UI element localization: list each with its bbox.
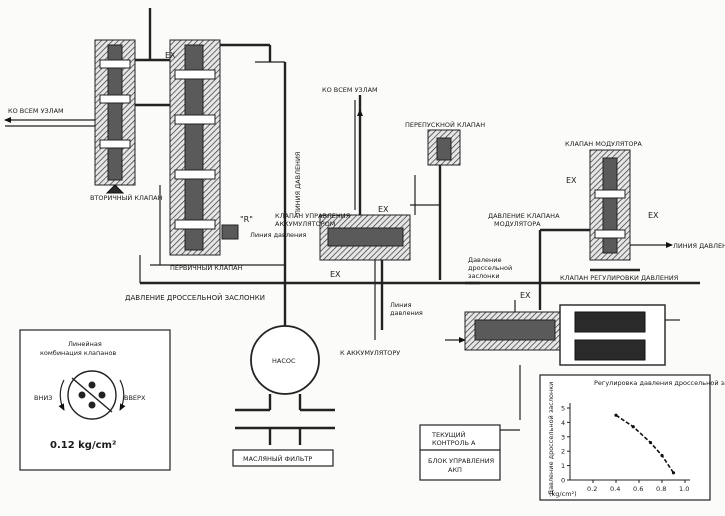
inset-down-label: ВНИЗ	[34, 394, 52, 402]
label-current-control-1: ТЕКУЩИЙ	[431, 430, 466, 439]
pump	[250, 325, 320, 395]
label-oil-filter: МАСЛЯНЫЙ ФИЛЬТР	[243, 454, 312, 463]
label-ex-accumulator-bottom: EX	[330, 270, 341, 279]
inset-title-1: Линейная	[68, 340, 102, 348]
chart-marks	[614, 413, 676, 475]
label-modulator-pressure-2: МОДУЛЯТОРА	[494, 220, 541, 228]
bypass-valve	[410, 129, 461, 280]
label-pump: НАСОС	[272, 357, 296, 365]
tcu-box	[419, 424, 501, 481]
chart-y-tick-label: 4	[561, 419, 565, 427]
chart-x-tick-label: 1.0	[679, 485, 689, 493]
chart-frame	[539, 374, 711, 501]
label-secondary-valve: ВТОРИЧНЫЙ КЛАПАН	[90, 193, 163, 202]
label-ex-modulator-right: EX	[648, 211, 659, 220]
label-pressure-regulator-valve: КЛАПАН РЕГУЛИРОВКИ ДАВЛЕНИЯ	[560, 274, 678, 282]
label-throttle-pressure-vert-2: дроссельной	[468, 264, 512, 272]
label-modulator-pressure-1: ДАВЛЕНИЕ КЛАПАНА	[488, 212, 560, 220]
chart-x-tick-label: 0.2	[587, 485, 597, 493]
chart-y-tick-label: 5	[561, 405, 565, 413]
label-throttle-pressure-vert-1: Давление	[468, 256, 502, 264]
label-ex-solenoid: EX	[520, 291, 531, 300]
label-modulator-valve: КЛАПАН МОДУЛЯТОРА	[565, 140, 642, 148]
label-ex-modulator-left: EX	[566, 176, 577, 185]
chart-point	[648, 440, 653, 445]
modulator-valve	[465, 149, 700, 310]
label-line-pressure-small: Линия давления	[250, 231, 306, 239]
chart-y-tick-label: 0	[561, 477, 565, 485]
label-r-mark: "R"	[240, 215, 253, 224]
oil-filter-box	[232, 449, 334, 467]
label-to-all-units-top: КО ВСЕМ УЗЛАМ	[322, 86, 378, 94]
chart-y-tick-label: 3	[561, 433, 565, 441]
piping-upper-left	[3, 8, 285, 127]
label-current-control-2: КОНТРОЛЬ А	[432, 439, 476, 447]
inset-title-2: комбинация клапанов	[40, 349, 116, 357]
pressure-regulator-solenoid	[464, 300, 680, 366]
chart-x-tick-label: 0.6	[633, 485, 643, 493]
throttle-chart: 0.2 0.4 0.6 0.8 1.0 0 1 2 3 4 5	[539, 374, 711, 501]
label-line-pressure-right: ЛИНИЯ ДАВЛЕНИЯ	[673, 242, 725, 250]
label-accumulator-control-valve-2: АККУМУЛЯТОРОМ	[275, 220, 335, 228]
label-bypass-valve: ПЕРЕПУСКНОЙ КЛАПАН	[405, 120, 485, 129]
accumulator-control-valve	[319, 95, 411, 340]
valve-combination-inset	[19, 329, 171, 471]
label-tcu-1: БЛОК УПРАВЛЕНИЯ	[428, 457, 494, 465]
inset-up-label: ВВЕРХ	[124, 394, 146, 402]
label-line-pressure-center-1: Линия	[390, 301, 412, 309]
label-accumulator-control-valve-1: КЛАПАН УПРАВЛЕНИЯ	[275, 212, 350, 220]
chart-point	[660, 453, 664, 458]
chart-y-tick-label: 1	[561, 462, 565, 470]
label-throttle-pressure-main: ДАВЛЕНИЕ ДРОССЕЛЬНОЙ ЗАСЛОНКИ	[125, 293, 265, 302]
inset-value: 0.12 kg/cm²	[50, 440, 116, 451]
primary-valve	[169, 39, 239, 256]
label-tcu-2: АКП	[448, 466, 462, 474]
label-line-pressure-center-2: давления	[390, 309, 423, 317]
label-to-all-units-left: КО ВСЕМ УЗЛАМ	[8, 107, 64, 115]
chart-y-tick-label: 2	[561, 448, 565, 456]
chart-point	[671, 471, 676, 475]
chart-ylabel: Давление дроссельной заслонки	[547, 382, 555, 495]
chart-xlabel: (kg/cm²)	[549, 490, 577, 498]
chart-x-tick-label: 0.8	[656, 485, 666, 493]
chart-axes: 0.2 0.4 0.6 0.8 1.0 0 1 2 3 4 5	[561, 403, 690, 493]
label-ex-top: EX	[165, 51, 176, 60]
label-primary-valve: ПЕРВИЧНЫЙ КЛАПАН	[170, 263, 243, 272]
label-to-accumulator: К АККУМУЛЯТОРУ	[340, 349, 400, 357]
chart-point	[614, 413, 618, 417]
secondary-valve	[94, 39, 136, 194]
chart-point	[631, 425, 635, 429]
pump-suction	[235, 394, 335, 445]
label-throttle-pressure-vert-3: заслонки	[468, 272, 500, 280]
chart-x-tick-label: 0.4	[610, 485, 620, 493]
label-ex-accumulator-top: EX	[378, 205, 389, 214]
chart-title: Регулировка давления дроссельной заслонк…	[594, 379, 725, 387]
label-line-pressure-vertical: ЛИНИЯ ДАВЛЕНИЯ	[294, 152, 302, 215]
line-pressure-pipes	[139, 62, 480, 340]
